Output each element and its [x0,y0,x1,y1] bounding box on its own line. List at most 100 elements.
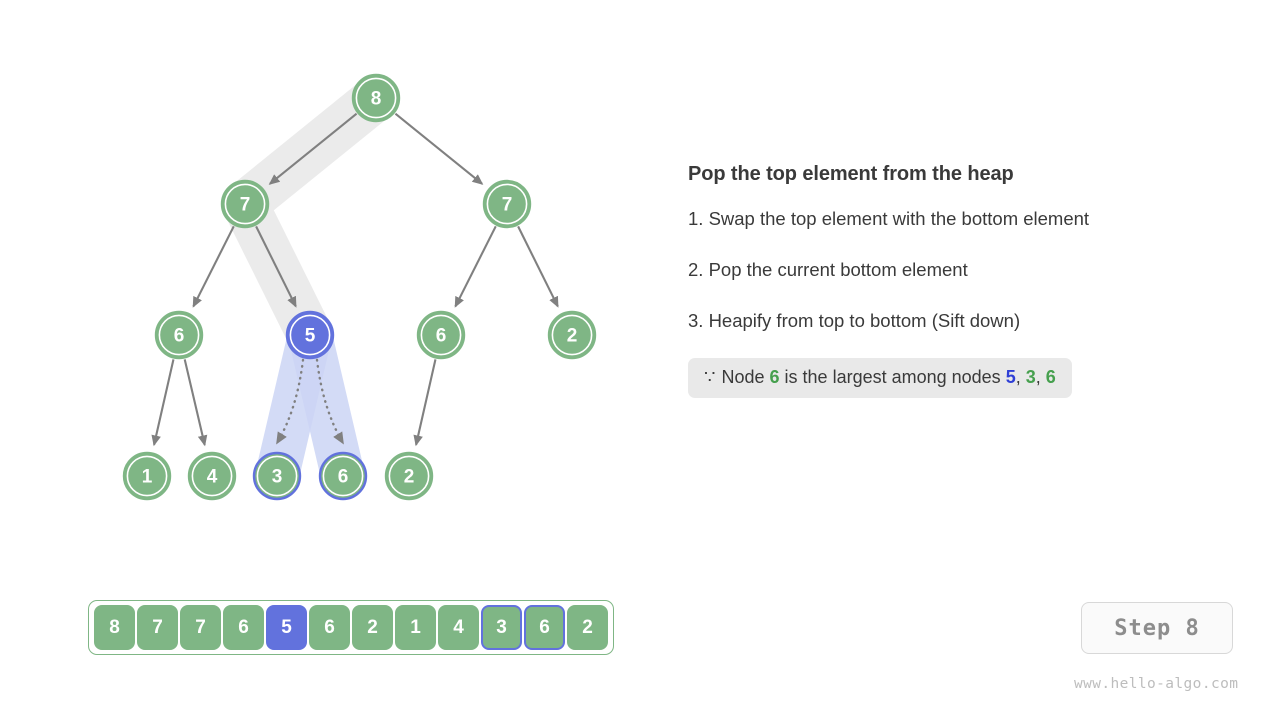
node-value: 3 [272,467,283,488]
node-value: 6 [174,326,185,347]
array-cell[interactable]: 2 [352,605,393,650]
reason-note: ∵ Node 6 is the largest among nodes 5, 3… [688,357,1072,399]
node-inner-ring [224,183,266,225]
node-value: 2 [567,326,578,347]
node-fill [258,457,296,495]
array-cell-value: 6 [324,616,335,638]
array-cell-value: 1 [410,616,421,638]
array-cell-value: 3 [496,616,507,638]
tree-node-6[interactable]: 6 [318,451,368,501]
node-inner-ring [158,314,200,356]
note-candidate-0: 5 [1005,366,1016,387]
array-cell-value: 7 [152,616,163,638]
tree-node-1[interactable]: 1 [122,451,172,501]
node-inner-ring [256,455,298,497]
tree-node-7[interactable]: 7 [482,179,532,229]
tree-node-2[interactable]: 2 [547,310,597,360]
heap-tree: 8 7 7 6 5 6 2 1 4 3 6 2 [122,73,597,501]
step-badge: Step 8 [1081,602,1233,654]
node-fill [324,457,362,495]
node-fill [128,457,166,495]
node-fill [390,457,428,495]
node-fill [488,185,526,223]
array-cell[interactable]: 8 [94,605,135,650]
step-3-text: 3. Heapify from top to bottom (Sift down… [688,310,1021,332]
page-title: Pop the top element from the heap [688,163,1014,185]
dotted-compare-arrow [315,358,345,445]
node-inner-ring [191,455,233,497]
array-cell[interactable]: 6 [524,605,565,650]
array-cell[interactable]: 2 [567,605,608,650]
tree-node-6[interactable]: 6 [416,310,466,360]
node-fill [291,316,329,354]
node-value: 4 [207,467,218,488]
note-candidate-1: 3 [1025,366,1036,387]
node-inner-ring [551,314,593,356]
note-middle: is the largest among nodes [784,366,1001,387]
array-cell-value: 7 [195,616,206,638]
node-value: 7 [240,195,251,216]
step-2-text: 2. Pop the current bottom element [688,259,968,281]
node-fill [160,316,198,354]
array-cell[interactable]: 4 [438,605,479,650]
node-value: 6 [436,326,447,347]
tree-node-5[interactable]: 5 [285,310,335,360]
array-cell[interactable]: 3 [481,605,522,650]
array-cell-value: 2 [367,616,378,638]
tree-node-3[interactable]: 3 [252,451,302,501]
note-largest-value: 6 [769,366,780,387]
note-candidates: 5, 3, 6 [1005,366,1056,387]
tree-edge [192,225,235,308]
tree-edge [517,225,559,308]
node-value: 6 [338,467,349,488]
array-cell[interactable]: 6 [223,605,264,650]
node-inner-ring [126,455,168,497]
array-cell-value: 6 [238,616,249,638]
because-symbol: ∵ [704,366,717,387]
node-fill [422,316,460,354]
array-cell[interactable]: 7 [137,605,178,650]
node-inner-ring [486,183,528,225]
node-inner-ring [420,314,462,356]
array-cell[interactable]: 5 [266,605,307,650]
array-cell[interactable]: 1 [395,605,436,650]
explanation-panel: Pop the top element from the heap 1. Swa… [688,162,1228,399]
comparison-arrows [275,358,345,445]
tree-edge [454,225,497,308]
array-cell-value: 5 [281,616,292,638]
note-candidate-2: 6 [1045,366,1056,387]
tree-node-7[interactable]: 7 [220,179,270,229]
node-value: 1 [142,467,153,488]
node-inner-ring [355,77,397,119]
tree-edge [413,359,437,447]
node-inner-ring [322,455,364,497]
tree-nodes: 8 7 7 6 5 6 2 1 4 3 6 2 [122,73,597,501]
array-cell[interactable]: 7 [180,605,221,650]
array-cell-value: 6 [539,616,550,638]
array-cell-value: 4 [453,616,464,638]
node-value: 8 [371,89,382,110]
node-inner-ring [388,455,430,497]
tree-edge [255,225,297,308]
tree-edge [183,359,208,447]
node-fill [357,79,395,117]
heap-array: 8 7 7 6 5 6 2 1 4 3 6 2 [88,600,614,655]
tree-edge [268,112,358,185]
note-prefix: Node [721,366,765,387]
tree-node-2[interactable]: 2 [384,451,434,501]
dotted-compare-arrow [275,358,305,445]
node-inner-ring [289,314,331,356]
tree-node-6[interactable]: 6 [154,310,204,360]
array-cell-value: 2 [582,616,593,638]
node-fill [553,316,591,354]
array-cell[interactable]: 6 [309,605,350,650]
array-cell-value: 8 [109,616,120,638]
tree-edges [151,112,559,447]
tree-node-4[interactable]: 4 [187,451,237,501]
node-fill [226,185,264,223]
node-value: 2 [404,467,415,488]
tree-node-8[interactable]: 8 [351,73,401,123]
node-value: 5 [305,326,316,347]
node-fill [193,457,231,495]
